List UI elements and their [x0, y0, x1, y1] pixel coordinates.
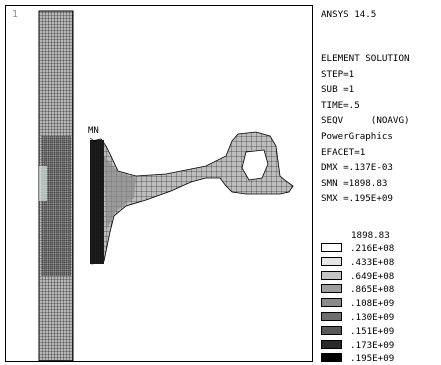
legend-value: .173E+09 [350, 339, 395, 351]
legend-value: .216E+08 [350, 243, 395, 254]
solution-info-line: ELEMENT SOLUTION [321, 53, 410, 64]
mesh-plot [38, 10, 294, 361]
app-title: ANSYS 14.5 [321, 9, 377, 20]
legend-value: .433E+08 [350, 256, 395, 268]
window-number: 1 [12, 9, 19, 20]
solution-info-line: SUB =1 [321, 84, 355, 96]
legend-row: .649E+08 [321, 270, 441, 282]
legend-row: .216E+08 [321, 242, 441, 254]
graphics-viewport[interactable]: 1 MN [5, 5, 313, 362]
legend-row: .151E+09 [321, 325, 441, 337]
legend-swatch [321, 312, 342, 321]
solution-info-line: STEP=1 [321, 68, 355, 80]
legend-swatch [321, 270, 342, 280]
legend-swatch [321, 353, 342, 363]
solution-info-line: DMX =.137E-03 [321, 162, 393, 174]
legend-swatch [321, 325, 342, 335]
legend-min-value: 1898.83 [351, 230, 390, 241]
legend-row: .433E+08 [321, 256, 441, 268]
legend-swatch [321, 298, 342, 308]
legend-row: .865E+08 [321, 283, 441, 295]
legend-value: .108E+09 [350, 298, 395, 310]
solution-info-line: PowerGraphics [321, 131, 393, 142]
legend-swatch [321, 256, 342, 266]
legend-value: .151E+09 [350, 325, 395, 337]
legend-swatch [321, 284, 342, 294]
legend-swatch [321, 243, 342, 252]
legend-value: .130E+09 [350, 312, 395, 323]
solution-info-line: EFACET=1 [321, 146, 366, 158]
legend-row: .195E+09 [321, 352, 441, 364]
legend-row: .173E+09 [321, 339, 441, 351]
legend-value: .865E+08 [350, 284, 395, 296]
legend-row: .130E+09 [321, 311, 441, 323]
solution-info-line: TIME=.5 [321, 99, 360, 111]
legend-row: .108E+09 [321, 297, 441, 309]
max-node-label: MN [88, 126, 99, 136]
legend-value: .195E+09 [350, 353, 395, 365]
solution-info-line: SMN =1898.83 [321, 177, 388, 189]
solution-info-line: SEQV (NOAVG) [321, 115, 410, 127]
legend-swatch [321, 339, 342, 349]
legend-value: .649E+08 [350, 270, 395, 282]
solution-info-line: SMX =.195E+09 [321, 193, 393, 205]
end-plate-hole [241, 149, 269, 181]
